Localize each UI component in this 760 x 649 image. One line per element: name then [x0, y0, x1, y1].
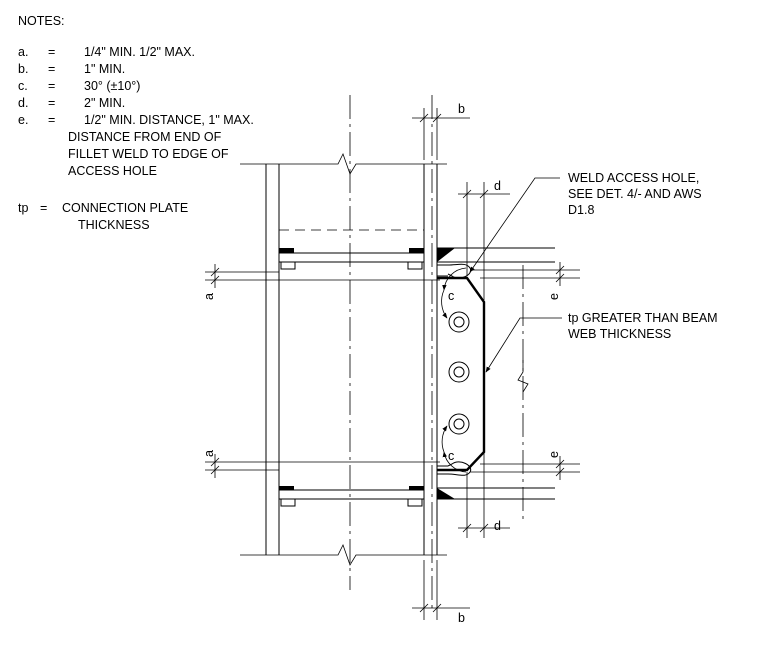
callout-weld-access-3: D1.8	[568, 203, 594, 217]
dim-b-top-label: b	[458, 102, 465, 116]
dim-e-bottom-label: e	[547, 451, 561, 458]
dim-b-top	[412, 108, 470, 160]
note-tp-line-2: THICKNESS	[78, 218, 150, 232]
note-value: 30° (±10°)	[84, 79, 141, 93]
note-value: 2" MIN.	[84, 96, 126, 110]
note-equals: =	[48, 45, 56, 59]
note-tp: tp = CONNECTION PLATE	[18, 200, 254, 217]
dim-c-top: c	[448, 289, 454, 303]
bolts	[448, 311, 470, 435]
dim-a-bottom	[205, 454, 440, 478]
note-e-line-3: FILLET WELD TO EDGE OF	[68, 147, 229, 161]
continuity-plate-bottom	[279, 489, 424, 500]
dim-a-top-label: a	[202, 293, 216, 300]
note-value: CONNECTION PLATE	[62, 201, 189, 215]
note-key: c.	[18, 79, 28, 93]
dim-b-bottom	[412, 560, 470, 620]
note-a: a. = 1/4" MIN. 1/2" MAX.	[18, 44, 254, 61]
callout-tp-greater-2: WEB THICKNESS	[568, 327, 671, 341]
centerlines	[349, 95, 524, 610]
note-equals: =	[48, 96, 56, 110]
beam-break-symbol	[517, 360, 529, 393]
dim-a-bottom-label: a	[202, 450, 216, 457]
beam-top-flange	[437, 247, 555, 263]
dim-c-bottom: c	[448, 449, 454, 463]
fillet-welds	[279, 248, 455, 499]
note-value: 1/4" MIN. 1/2" MAX.	[84, 45, 195, 59]
dim-d-top-label: d	[494, 179, 501, 193]
dim-e-top-label: e	[547, 293, 561, 300]
dim-d-bottom	[458, 452, 510, 538]
column-break-bottom	[240, 543, 447, 566]
note-d: d. = 2" MIN.	[18, 95, 254, 112]
note-equals: =	[48, 62, 56, 76]
weld-access-hole-bottom	[437, 461, 472, 476]
continuity-plate-top	[279, 252, 424, 263]
dim-e-bottom	[470, 456, 580, 480]
column	[265, 164, 438, 555]
dim-a-top	[205, 264, 440, 288]
note-e: e. = 1/2" MIN. DISTANCE, 1" MAX.	[18, 112, 254, 129]
notes-title: NOTES:	[18, 14, 65, 28]
note-c: c. = 30° (±10°)	[18, 78, 254, 95]
note-key: tp	[18, 201, 29, 215]
leader-tp-greater	[485, 317, 562, 373]
shear-tab-plate	[437, 276, 486, 472]
clip-plates	[280, 261, 423, 507]
note-equals: =	[48, 79, 56, 93]
notes-block: NOTES: a. = 1/4" MIN. 1/2" MAX. b. = 1" …	[18, 14, 254, 234]
note-e-line-2: DISTANCE FROM END OF	[68, 130, 222, 144]
dim-d-top	[458, 182, 510, 300]
note-key: e.	[18, 113, 29, 127]
note-key: a.	[18, 45, 29, 59]
weld-access-hole-top	[437, 263, 472, 279]
column-break-top	[240, 152, 447, 175]
note-e-line-4: ACCESS HOLE	[68, 164, 157, 178]
note-b: b. = 1" MIN.	[18, 61, 254, 78]
callout-weld-access-2: SEE DET. 4/- AND AWS	[568, 187, 702, 201]
dim-e-top	[470, 262, 580, 286]
callout-weld-access-1: WELD ACCESS HOLE,	[568, 171, 699, 185]
beam-bottom-flange	[437, 487, 555, 500]
note-equals: =	[48, 113, 56, 127]
angle-c-top	[441, 267, 467, 319]
note-equals: =	[40, 201, 48, 215]
dim-d-bottom-label: d	[494, 519, 501, 533]
angle-c-bottom	[441, 425, 467, 473]
callout-tp-greater-1: tp GREATER THAN BEAM	[568, 311, 718, 325]
note-key: b.	[18, 62, 29, 76]
note-key: d.	[18, 96, 29, 110]
dim-b-bottom-label: b	[458, 611, 465, 625]
note-value: 1" MIN.	[84, 62, 126, 76]
leader-weld-access	[469, 177, 560, 273]
note-value: 1/2" MIN. DISTANCE, 1" MAX.	[84, 113, 254, 127]
